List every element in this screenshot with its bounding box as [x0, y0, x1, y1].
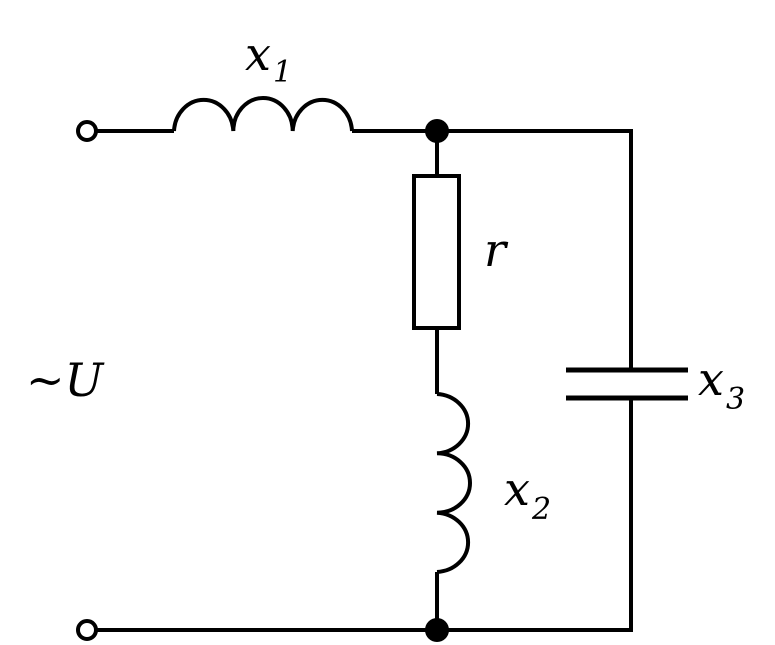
label-r: r [484, 223, 509, 277]
label-x2: x2 [504, 462, 551, 527]
resistor-r [412, 174, 461, 330]
terminal-top [76, 120, 98, 142]
label-source-voltage: ~U [26, 353, 106, 407]
inductor-x1 [172, 96, 354, 132]
terminal-bottom [76, 619, 98, 641]
label-x3: x3 [698, 352, 745, 417]
label-x1: x1 [245, 27, 292, 90]
junction-dot-top [425, 119, 449, 143]
inductor-x2 [436, 392, 472, 574]
junction-dot-bottom [425, 618, 449, 642]
